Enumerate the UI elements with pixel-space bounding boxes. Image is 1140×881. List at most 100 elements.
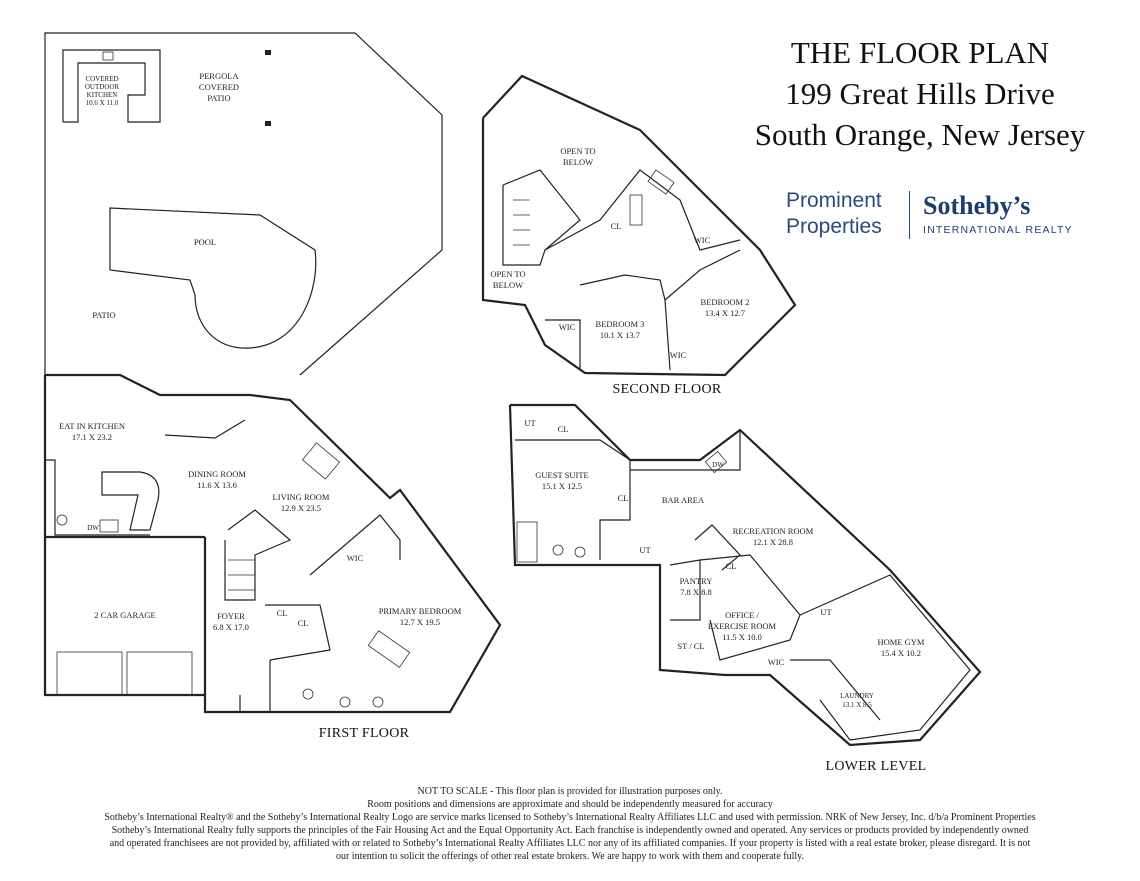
kitchen-counter xyxy=(45,459,150,536)
dining-room-label: DINING ROOM xyxy=(188,469,246,479)
laundry-dimensions: 13.1 X 8.5 xyxy=(842,701,872,709)
primary-bedroom-dimensions: 12.7 X 19.5 xyxy=(400,617,440,627)
wic-label: WIC xyxy=(347,553,364,563)
pergola-label: PATIO xyxy=(207,93,230,103)
bedroom2-dimensions: 13.4 X 12.7 xyxy=(705,308,745,318)
home-gym-dimensions: 15.4 X 10.2 xyxy=(881,648,921,658)
living-room-wall xyxy=(164,419,246,439)
stair-opening xyxy=(502,169,581,266)
range-icon xyxy=(99,519,119,533)
disclaimer-line: Room positions and dimensions are approx… xyxy=(367,799,773,810)
recreation-room-dimensions: 12.1 X 28.8 xyxy=(753,537,793,547)
bedroom3-dimensions: 10.1 X 13.7 xyxy=(600,330,640,340)
sothebys-subtitle: INTERNATIONAL REALTY xyxy=(923,224,1073,236)
second-floor-outline xyxy=(481,74,797,377)
closet-label: CL xyxy=(618,493,629,503)
home-gym-wall xyxy=(799,574,971,741)
office-label: OFFICE / xyxy=(725,610,759,620)
plan-title-block: THE FLOOR PLAN 199 Great Hills Drive Sou… xyxy=(720,32,1120,155)
pergola-post-2 xyxy=(265,121,271,126)
foyer-label: FOYER xyxy=(217,611,245,621)
sothebys-logo: Sotheby’s INTERNATIONAL REALTY xyxy=(923,191,1073,237)
disclaimer-line: and operated franchisees are not provide… xyxy=(109,838,1031,849)
lower-stairs xyxy=(694,524,741,571)
plan-title: THE FLOOR PLAN xyxy=(790,35,1050,70)
brand-left-line1: Prominent xyxy=(786,189,882,212)
shower-icon xyxy=(516,521,538,563)
tub-icon xyxy=(367,630,411,668)
primary-bedroom-label: PRIMARY BEDROOM xyxy=(379,606,462,616)
garage-label: 2 CAR GARAGE xyxy=(94,610,155,620)
pergola-label: PERGOLA xyxy=(199,71,239,81)
patio-label: PATIO xyxy=(92,310,115,320)
open-to-below-label: BELOW xyxy=(563,157,593,167)
disclaimer-line: our intention to solicit the offerings o… xyxy=(335,851,805,862)
guest-suite-label: GUEST SUITE xyxy=(535,470,588,480)
lower-level-outline xyxy=(508,403,982,747)
brokerage-logo: Prominent Properties Sotheby’s INTERNATI… xyxy=(786,188,1086,248)
closet-label: CL xyxy=(298,618,309,628)
grill-icon xyxy=(102,51,114,61)
home-gym-label: HOME GYM xyxy=(878,637,925,647)
pantry-dimensions: 7.8 X 8.8 xyxy=(680,587,712,597)
pantry-wall xyxy=(669,559,701,621)
storage-closet-label: ST / CL xyxy=(677,641,704,651)
toilet-icon xyxy=(552,544,564,556)
sothebys-name: Sotheby’s xyxy=(923,191,1031,220)
bath-vanity-icon xyxy=(629,194,643,226)
vanity-sink-icon xyxy=(339,696,351,708)
guest-suite-dimensions: 15.1 X 12.5 xyxy=(542,481,582,491)
toilet-icon xyxy=(302,688,314,700)
dishwasher-label: DW xyxy=(87,524,99,532)
lower-level-title: LOWER LEVEL xyxy=(826,759,927,774)
closet-label: CL xyxy=(611,221,622,231)
wic-label: WIC xyxy=(559,322,576,332)
logo-divider xyxy=(909,191,910,239)
first-floor-labels: PERGOLA COVERED PATIO COVERED OUTDOOR KI… xyxy=(59,71,462,632)
disclaimer-line: Sotheby’s International Realty® and the … xyxy=(104,812,1036,823)
wic-label: WIC xyxy=(768,657,785,667)
sink-icon xyxy=(56,514,68,526)
property-address: 199 Great Hills Drive xyxy=(785,76,1055,111)
bedroom2-wall xyxy=(664,249,741,301)
living-room-label: LIVING ROOM xyxy=(273,492,330,502)
first-floor-plan: PERGOLA COVERED PATIO COVERED OUTDOOR KI… xyxy=(43,32,502,741)
living-room-dimensions: 12.9 X 23.5 xyxy=(281,503,321,513)
office-wall xyxy=(699,554,801,661)
closet-wall xyxy=(265,604,331,661)
property-city: South Orange, New Jersey xyxy=(754,117,1086,152)
tub-icon xyxy=(647,169,675,195)
lower-level-plan: UT CL GUEST SUITE 15.1 X 12.5 CL BAR ARE… xyxy=(508,403,982,774)
second-floor-title: SECOND FLOOR xyxy=(612,382,721,397)
pergola-post-1 xyxy=(265,50,271,55)
garage-door-1 xyxy=(56,651,123,696)
outdoor-kitchen-label: KITCHEN xyxy=(87,91,118,99)
dining-room-dimensions: 11.6 X 13.6 xyxy=(197,480,237,490)
outdoor-kitchen-dimensions: 10.6 X 11.0 xyxy=(86,99,119,107)
bedroom3-label: BEDROOM 3 xyxy=(596,319,645,329)
sink-icon xyxy=(574,546,586,558)
laundry-label: LAUNDRY xyxy=(840,692,874,700)
vanity-sink-icon xyxy=(372,696,384,708)
disclaimer-line: NOT TO SCALE - This floor plan is provid… xyxy=(417,786,723,797)
dishwasher-icon xyxy=(704,450,728,474)
recreation-room-label: RECREATION ROOM xyxy=(733,526,814,536)
first-floor-stairs xyxy=(224,509,292,601)
closet-label: CL xyxy=(558,424,569,434)
pool-shape xyxy=(109,207,317,349)
lower-level-labels: UT CL GUEST SUITE 15.1 X 12.5 CL BAR ARE… xyxy=(524,418,925,709)
eat-in-kitchen-label: EAT IN KITCHEN xyxy=(59,421,125,431)
guest-suite-wall xyxy=(515,439,631,560)
office-dimensions: 11.5 X 10.0 xyxy=(722,632,762,642)
laundry-wall xyxy=(790,659,881,721)
open-to-below-label: OPEN TO xyxy=(560,146,595,156)
garage-door-2 xyxy=(126,651,193,696)
prominent-properties-logo: Prominent Properties xyxy=(786,188,882,240)
bedroom2-label: BEDROOM 2 xyxy=(701,297,750,307)
bar-area-label: BAR AREA xyxy=(662,495,705,505)
outdoor-kitchen-counter xyxy=(62,49,161,123)
dishwasher-label: DW xyxy=(712,461,724,469)
pool-label: POOL xyxy=(194,237,216,247)
entry-steps xyxy=(204,695,241,713)
closet-label: CL xyxy=(726,561,737,571)
